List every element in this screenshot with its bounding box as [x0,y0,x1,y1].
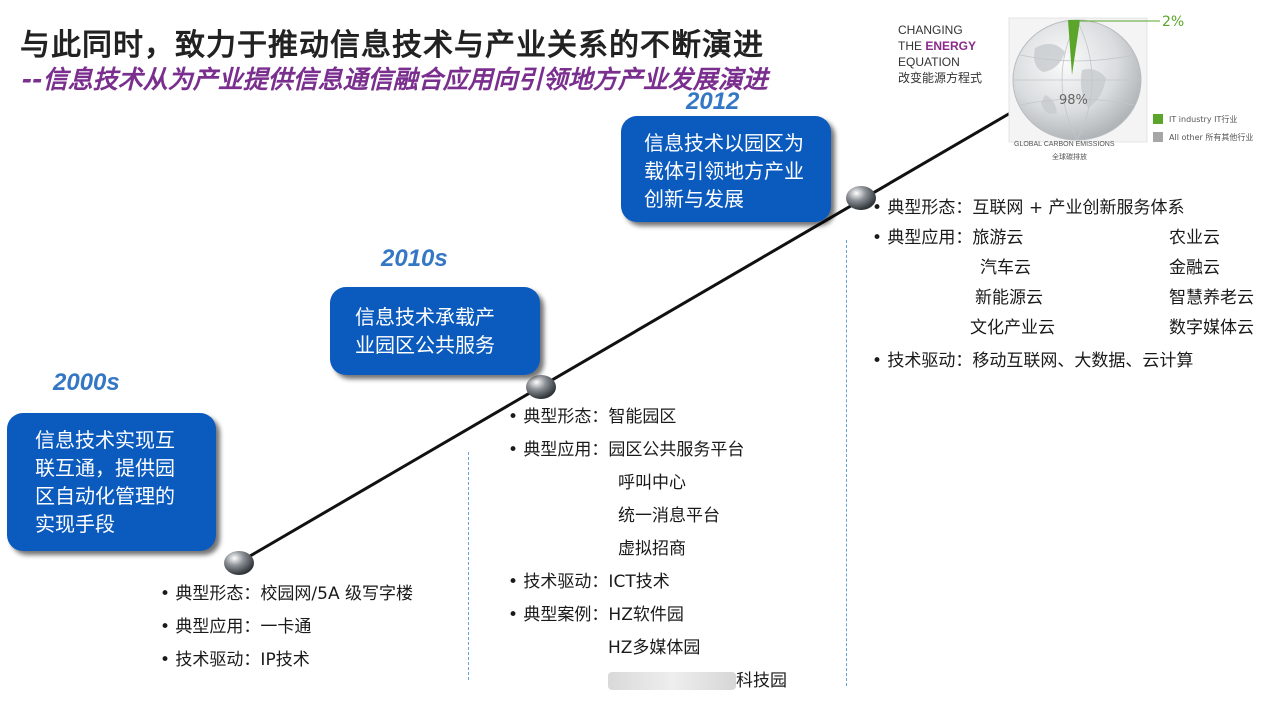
era-box-line: 业园区公共服务 [355,333,495,357]
era-box-line: 信息技术承载产 [355,305,495,329]
era-box-2012: 信息技术以园区为 载体引领地方产业 创新与发展 [621,116,831,222]
detail-case-item: HZ多媒体园 [608,638,701,658]
detail-app-item: 金融云 [1169,258,1220,278]
timeline-node-2010s [526,375,556,399]
detail-tech: • 技术驱动：移动互联网、大数据、云计算 [872,351,1194,371]
brand-line-cn: 改变能源方程式 [898,71,983,85]
pct-other-label: 98% [1059,93,1088,108]
detail-app: • 典型应用：一卡通 [160,617,312,637]
timeline-node-2012 [846,186,876,210]
detail-app-item: 统一消息平台 [618,506,720,526]
brand-line: EQUATION [898,55,960,69]
detail-form: • 典型形态：智能园区 [508,407,677,427]
detail-case: • 典型案例：HZ软件园 [508,605,684,625]
brand-line: THE ENERGY [898,38,982,54]
detail-app-item: 智慧养老云 [1169,288,1254,308]
brand-highlight: ENERGY [925,39,977,53]
timeline-line [237,110,1013,565]
era-box-2000s: 信息技术实现互 联互通，提供园 区自动化管理的 实现手段 [7,413,216,551]
detail-tech: • 技术驱动：ICT技术 [508,572,670,592]
legend-item: All other 所有其他行业 [1153,129,1253,147]
redacted-text [608,672,736,690]
era-label-2012: 2012 [686,88,740,115]
detail-form: • 典型形态：校园网/5A 级写字楼 [160,584,414,604]
legend-label: All other 所有其他行业 [1169,133,1254,142]
legend-label: IT industry IT行业 [1169,115,1238,124]
era-label-2010s: 2010s [381,245,448,272]
brand-block: CHANGING THE ENERGY EQUATION 改变能源方程式 [898,22,982,86]
detail-tech: • 技术驱动：IP技术 [160,650,310,670]
detail-app-item: 文化产业云 [970,318,1055,338]
detail-app-item: 呼叫中心 [618,473,686,493]
legend-swatch [1153,114,1163,124]
brand-line: CHANGING [898,23,963,37]
detail-case-item-redacted: 科技园 [608,665,787,697]
page-title: 与此同时，致力于推动信息技术与产业关系的不断演进 [20,28,764,63]
era-label-2000s: 2000s [53,369,120,396]
era-box-line: 联互通，提供园 [35,456,175,480]
it-share-wedge [1068,20,1080,75]
legend-item: IT industry IT行业 [1153,111,1253,129]
globe-caption-cn: 全球碳排放 [1052,153,1087,161]
detail-case-suffix: 科技园 [736,671,787,691]
pct-it-label: 2% [1162,14,1185,30]
timeline-node-2000s [224,551,254,575]
era-box-line: 信息技术实现互 [35,428,175,452]
detail-app-item: 虚拟招商 [618,539,686,559]
detail-app: • 典型应用：园区公共服务平台 [508,440,745,460]
detail-app-item: 新能源云 [975,288,1043,308]
detail-app: • 典型应用：旅游云 [872,228,1024,248]
detail-form: • 典型形态：互联网 + 产业创新服务体系 [872,198,1185,218]
detail-app-item: 汽车云 [980,258,1031,278]
era-box-2010s: 信息技术承载产 业园区公共服务 [330,287,540,375]
page-subtitle: --信息技术从为产业提供信息通信融合应用向引领地方产业发展演进 [22,65,768,94]
era-box-line: 载体引领地方产业 [644,159,804,183]
detail-app-item: 农业云 [1169,228,1220,248]
era-box-line: 区自动化管理的 [35,484,175,508]
era-box-line: 信息技术以园区为 [644,131,804,155]
legend: IT industry IT行业 All other 所有其他行业 [1153,111,1253,147]
globe-caption: GLOBAL CARBON EMISSIONS [1014,141,1115,148]
legend-swatch [1153,132,1163,142]
detail-app-item: 数字媒体云 [1169,318,1254,338]
era-box-line: 创新与发展 [644,187,744,211]
divider-dashed [846,240,847,686]
globe-landmass [1034,43,1106,114]
era-box-line: 实现手段 [35,512,115,536]
divider-dashed [468,452,469,680]
globe-meridian [1013,19,1141,141]
brand-text: THE [898,39,926,53]
